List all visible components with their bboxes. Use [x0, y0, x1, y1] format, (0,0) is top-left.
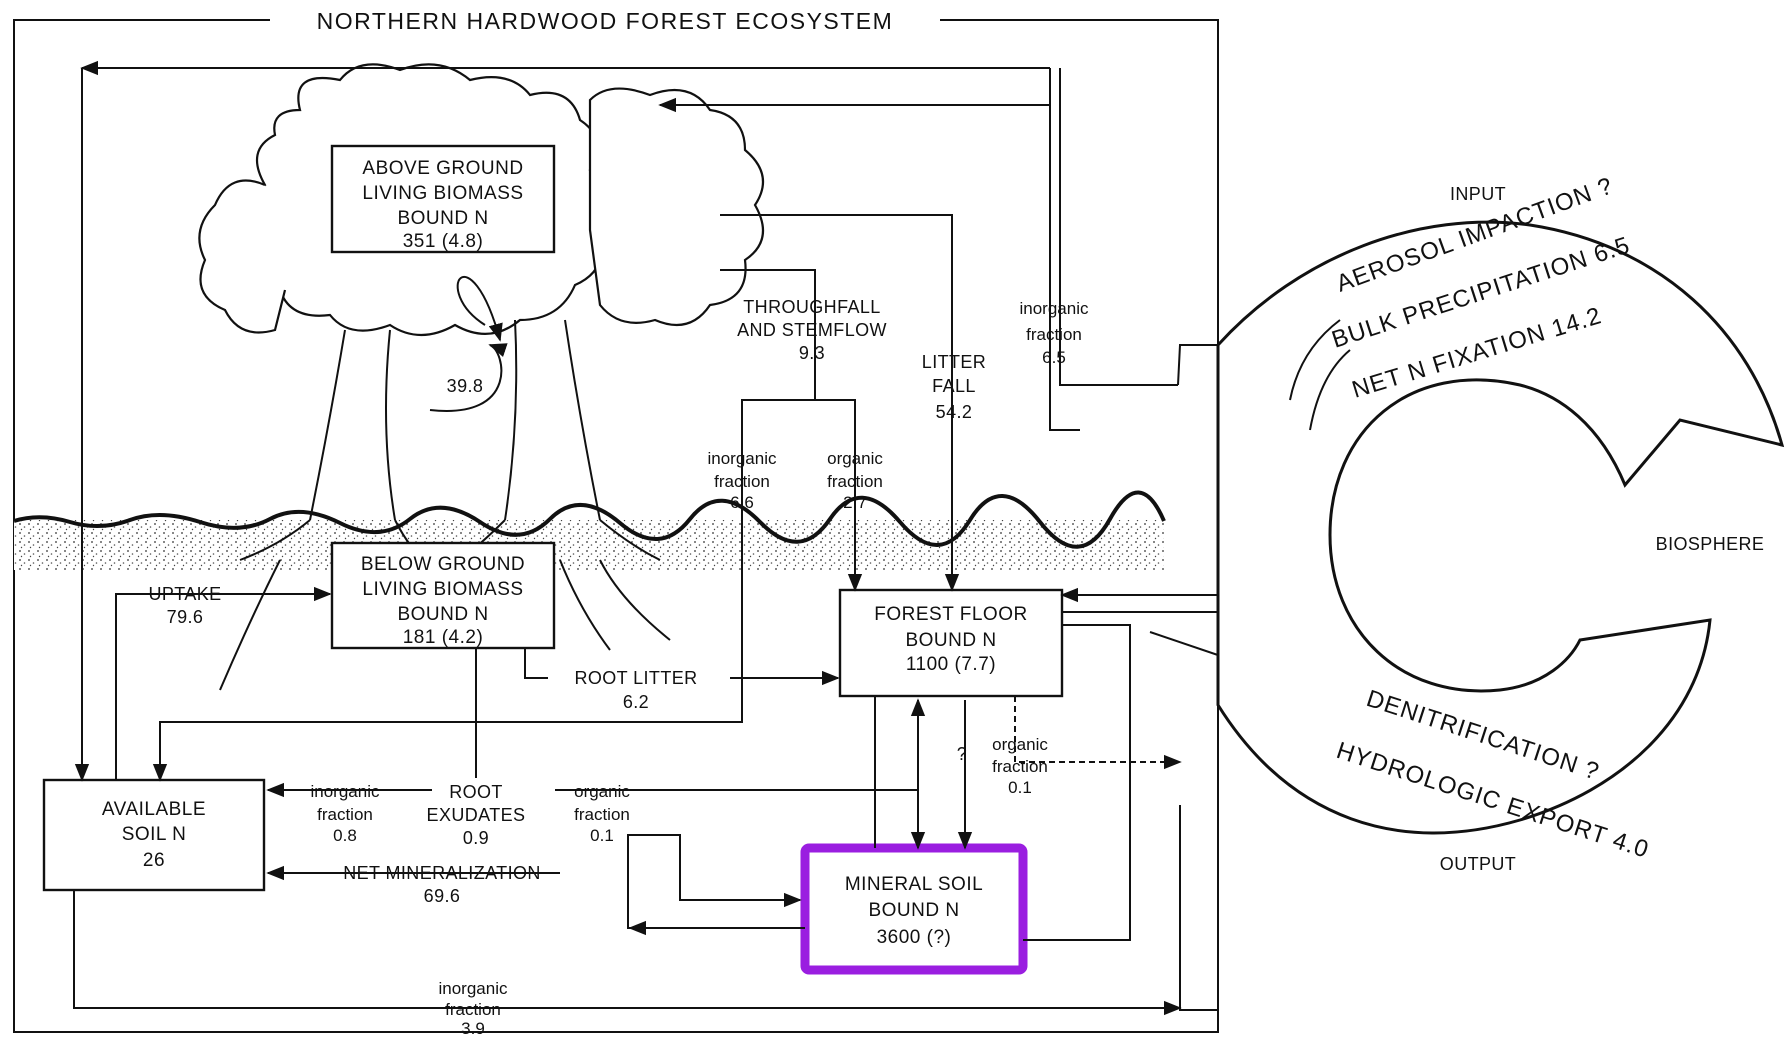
- above-ground-line-4: 351 (4.8): [403, 231, 484, 252]
- above-ground-biomass-box: ABOVE GROUND LIVING BIOMASS BOUND N 351 …: [332, 146, 554, 252]
- mineral-soil-line-2: BOUND N: [868, 900, 959, 921]
- below-ground-biomass-box: BELOW GROUND LIVING BIOMASS BOUND N 181 …: [332, 543, 554, 648]
- net-mineralization-label: NET MINERALIZATION: [343, 863, 541, 883]
- ff-organic-1: organic: [992, 735, 1048, 754]
- tf-organic-3: 2.7: [843, 493, 867, 512]
- bottom-inorganic-1: inorganic: [439, 979, 508, 998]
- exudate-organic-1: organic: [574, 782, 630, 801]
- above-ground-line-3: BOUND N: [397, 208, 488, 229]
- tf-organic-2: fraction: [827, 472, 883, 491]
- mineral-soil-line-3: 3600 (?): [877, 927, 952, 948]
- root-exudates-value: 0.9: [463, 828, 489, 848]
- litter-fall-1: LITTER: [922, 352, 986, 372]
- throughfall-value: 9.3: [799, 343, 825, 363]
- below-ground-line-1: BELOW GROUND: [361, 554, 525, 575]
- above-ground-line-1: ABOVE GROUND: [362, 158, 523, 179]
- ff-organic-2: fraction: [992, 757, 1048, 776]
- exudate-organic-3: 0.1: [590, 826, 614, 845]
- net-mineralization-value: 69.6: [424, 886, 461, 906]
- uptake-label: UPTAKE: [148, 584, 221, 604]
- throughfall-label-2: AND STEMFLOW: [737, 320, 887, 340]
- below-ground-line-4: 181 (4.2): [403, 627, 484, 648]
- ff-organic-3: 0.1: [1008, 778, 1032, 797]
- mineral-soil-line-1: MINERAL SOIL: [845, 874, 983, 895]
- top-inorganic-2: fraction: [1026, 325, 1082, 344]
- tf-inorganic-2: fraction: [714, 472, 770, 491]
- diagram-title: NORTHERN HARDWOOD FOREST ECOSYSTEM: [317, 8, 894, 34]
- ff-question: ?: [957, 744, 967, 764]
- top-inorganic-1: inorganic: [1020, 299, 1089, 318]
- available-soil-box: AVAILABLE SOIL N 26: [44, 780, 264, 890]
- uptake-value: 79.6: [167, 607, 204, 627]
- exudate-inorganic-2: fraction: [317, 805, 373, 824]
- internal-cycle-value: 39.8: [447, 376, 484, 396]
- tf-organic-1: organic: [827, 449, 883, 468]
- available-soil-line-3: 26: [143, 850, 165, 871]
- forest-floor-box: FOREST FLOOR BOUND N 1100 (7.7): [840, 590, 1062, 696]
- bottom-inorganic-3: 3.9: [461, 1019, 485, 1038]
- forest-floor-line-1: FOREST FLOOR: [874, 604, 1027, 625]
- top-inorganic-3: 6.5: [1042, 348, 1066, 367]
- root-exudates-1: ROOT: [449, 782, 503, 802]
- litter-fall-value: 54.2: [936, 402, 973, 422]
- throughfall-label-1: THROUGHFALL: [743, 297, 880, 317]
- bottom-inorganic-2: fraction: [445, 1000, 501, 1019]
- tf-inorganic-1: inorganic: [708, 449, 777, 468]
- tf-inorganic-3: 6.6: [730, 493, 754, 512]
- litter-fall-2: FALL: [932, 376, 976, 396]
- biosphere-label: BIOSPHERE: [1656, 534, 1765, 554]
- above-ground-line-2: LIVING BIOMASS: [362, 183, 523, 204]
- forest-floor-line-3: 1100 (7.7): [906, 654, 996, 675]
- exudate-organic-2: fraction: [574, 805, 630, 824]
- forest-floor-line-2: BOUND N: [905, 630, 996, 651]
- exudate-inorganic-1: inorganic: [311, 782, 380, 801]
- exudate-inorganic-3: 0.8: [333, 826, 357, 845]
- root-litter-label: ROOT LITTER: [574, 668, 697, 688]
- soil-surface: [14, 492, 1164, 570]
- root-exudates-2: EXUDATES: [427, 805, 526, 825]
- mineral-soil-box: MINERAL SOIL BOUND N 3600 (?): [805, 848, 1023, 970]
- root-litter-value: 6.2: [623, 692, 649, 712]
- output-label: OUTPUT: [1440, 854, 1516, 874]
- available-soil-line-1: AVAILABLE: [102, 799, 206, 820]
- available-soil-line-2: SOIL N: [122, 824, 187, 845]
- input-label: INPUT: [1450, 184, 1506, 204]
- below-ground-line-3: BOUND N: [397, 604, 488, 625]
- below-ground-line-2: LIVING BIOMASS: [362, 579, 523, 600]
